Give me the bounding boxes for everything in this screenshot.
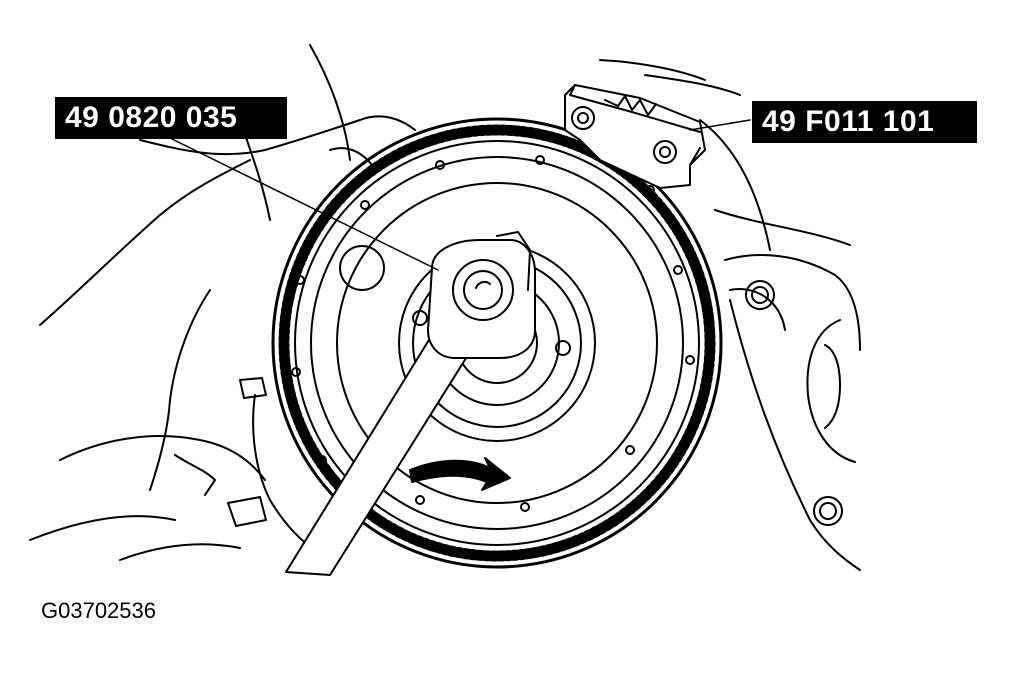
figure-id: G03702536 bbox=[41, 598, 156, 623]
bellhousing-right bbox=[599, 59, 861, 571]
tool-callout-label: 49 F011 101 bbox=[752, 101, 977, 143]
flywheel-plate bbox=[291, 155, 695, 530]
rotation-arrow bbox=[409, 457, 511, 491]
ring-gear bbox=[271, 117, 723, 569]
callout-leader-lines bbox=[169, 119, 751, 271]
wrench-tool bbox=[285, 231, 536, 576]
tool-callout-label: 49 0820 035 bbox=[55, 97, 287, 139]
flywheel-lock-tool bbox=[564, 84, 706, 189]
